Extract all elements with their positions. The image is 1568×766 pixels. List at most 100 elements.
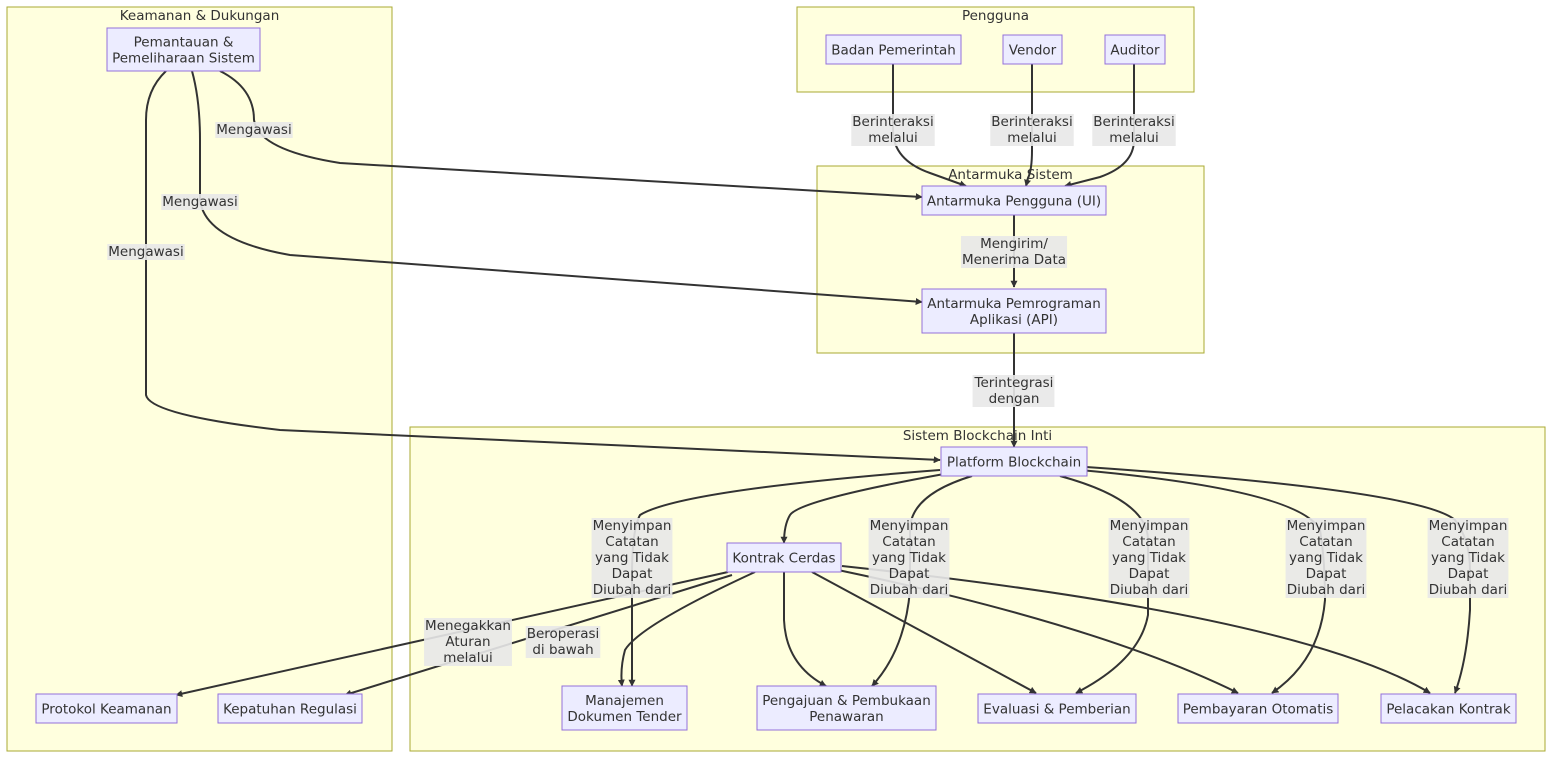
edge-label-text-line: yang Tidak (1112, 550, 1186, 566)
edge-label-text: Mengirim/Menerima Data (962, 236, 1066, 268)
node-vendor[interactable]: Vendor (1002, 34, 1063, 65)
node-box (825, 34, 962, 65)
edge-label-bg (215, 122, 293, 138)
node-label: Antarmuka Pengguna (UI) (927, 194, 1101, 210)
node-label-line: Pelacakan Kontrak (1386, 702, 1510, 718)
edge-label-bg (1108, 518, 1190, 598)
edge-label-text-line: Menyimpan (870, 518, 949, 534)
cluster-title: Antarmuka Sistem (948, 167, 1073, 183)
edge-label-text-line: melalui (1007, 130, 1057, 146)
edge-line (783, 572, 827, 687)
edge-label-supervise: Mengawasi (107, 244, 185, 260)
node-label: Platform Blockchain (947, 455, 1081, 471)
node-box (561, 685, 688, 731)
edge-label-text-line: Mengawasi (216, 122, 291, 138)
node-label: Kepatuhan Regulasi (223, 702, 357, 718)
node-box (921, 185, 1107, 216)
node-label-line: Vendor (1009, 43, 1057, 59)
node-box (756, 685, 937, 731)
edge-label-bg (868, 518, 950, 598)
node-smart[interactable]: Kontrak Cerdas (726, 542, 842, 573)
edge-label-text-line: Berinteraksi (991, 114, 1072, 130)
edge-label-text-line: Terintegrasi (974, 375, 1054, 391)
edge-label-text-line: Menegakkan (425, 618, 511, 634)
node-auditor[interactable]: Auditor (1104, 34, 1166, 65)
edge-label-text-line: Catatan (1299, 534, 1352, 550)
edge-label-text-line: Catatan (1122, 534, 1175, 550)
edge-label-text-line: Dapat (1306, 566, 1347, 582)
node-label-line: Protokol Keamanan (41, 702, 171, 718)
edge-label-text-line: melalui (1109, 130, 1159, 146)
edge-label-text-line: Berinteraksi (1093, 114, 1174, 130)
node-evaluation[interactable]: Evaluasi & Pemberian (977, 693, 1137, 724)
edge-label-bg (1092, 114, 1176, 146)
node-tracking[interactable]: Pelacakan Kontrak (1380, 693, 1517, 724)
edge-label-text-line: Dapat (889, 566, 930, 582)
node-box (106, 27, 261, 72)
node-label: Protokol Keamanan (41, 702, 171, 718)
edge-line (811, 571, 1037, 694)
node-label-line: Dokumen Tender (567, 709, 682, 725)
node-label-line: Penawaran (809, 709, 884, 725)
node-ui[interactable]: Antarmuka Pengguna (UI) (921, 185, 1107, 216)
edge-smart-bidding (783, 572, 827, 687)
edge-label-text-line: Mengawasi (162, 194, 237, 210)
node-label: Pembayaran Otomatis (1183, 702, 1334, 718)
cluster-title: Sistem Blockchain Inti (903, 428, 1052, 444)
node-label-line: Manajemen (585, 693, 664, 709)
edge-bc-smart (780, 473, 945, 544)
edge-label-bg (424, 618, 512, 666)
node-payment[interactable]: Pembayaran Otomatis (1177, 693, 1339, 724)
node-label: Badan Pemerintah (831, 43, 956, 59)
edge-label-text-line: yang Tidak (1431, 550, 1505, 566)
edge-mon-blockchain (145, 70, 941, 464)
node-label-line: Pengajuan & Pembukaan (762, 693, 931, 709)
node-gov[interactable]: Badan Pemerintah (825, 34, 962, 65)
edge-label-text-line: Dapat (1448, 566, 1489, 582)
edge-label-text-line: Dapat (612, 566, 653, 582)
edge-label-text-line: yang Tidak (1289, 550, 1363, 566)
edge-label-text-line: Dapat (1129, 566, 1170, 582)
node-label: Auditor (1110, 43, 1160, 59)
edge-label-text-line: di bawah (532, 642, 593, 658)
edge-label-bg (161, 194, 239, 210)
edge-label-text-line: Diubah dari (593, 582, 672, 598)
edge-line (841, 565, 1431, 694)
edge-smart-tender (617, 571, 756, 687)
edge-label-text-line: Menyimpan (1287, 518, 1366, 534)
cluster-title: Keamanan & Dukungan (120, 8, 280, 24)
edge-label-bg (972, 375, 1055, 407)
edge-label-bg (960, 236, 1068, 268)
node-label-line: Antarmuka Pengguna (UI) (927, 194, 1101, 210)
node-compliance[interactable]: Kepatuhan Regulasi (217, 693, 363, 724)
node-label-line: Kontrak Cerdas (732, 551, 835, 567)
edge-label-text-line: Mengawasi (108, 244, 183, 260)
edge-label-text-line: Menyimpan (1429, 518, 1508, 534)
edge-label-bg (591, 518, 673, 598)
edge-label-bg (107, 244, 185, 260)
node-monitoring[interactable]: Pemantauan &Pemeliharaan Sistem (106, 27, 261, 72)
node-blockchain[interactable]: Platform Blockchain (940, 446, 1088, 477)
node-security[interactable]: Protokol Keamanan (35, 693, 178, 724)
